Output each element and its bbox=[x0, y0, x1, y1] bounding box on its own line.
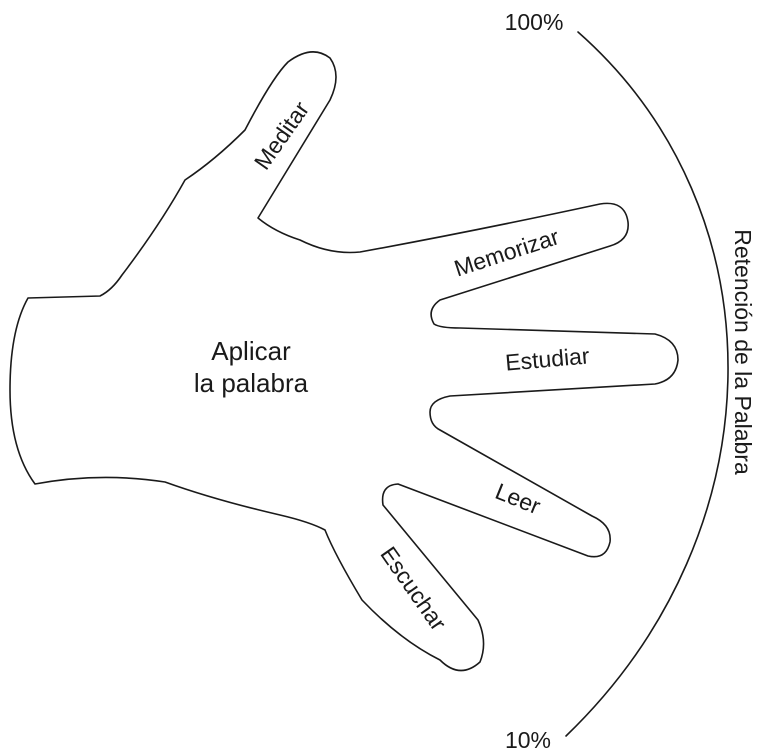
finger-label-thumb: Escuchar bbox=[375, 542, 451, 636]
retention-arc bbox=[565, 31, 729, 737]
palm-label-line1: Aplicar bbox=[211, 336, 291, 366]
hand-outline bbox=[9, 51, 679, 672]
palm-label-line2: la palabra bbox=[194, 368, 309, 398]
scale-bottom-label: 10% bbox=[505, 727, 551, 752]
finger-label-pinky: Meditar bbox=[249, 96, 314, 174]
scale-title: Retención de la Palabra bbox=[730, 229, 756, 475]
scale-top-label: 100% bbox=[505, 9, 564, 35]
finger-label-middle: Estudiar bbox=[504, 342, 591, 375]
